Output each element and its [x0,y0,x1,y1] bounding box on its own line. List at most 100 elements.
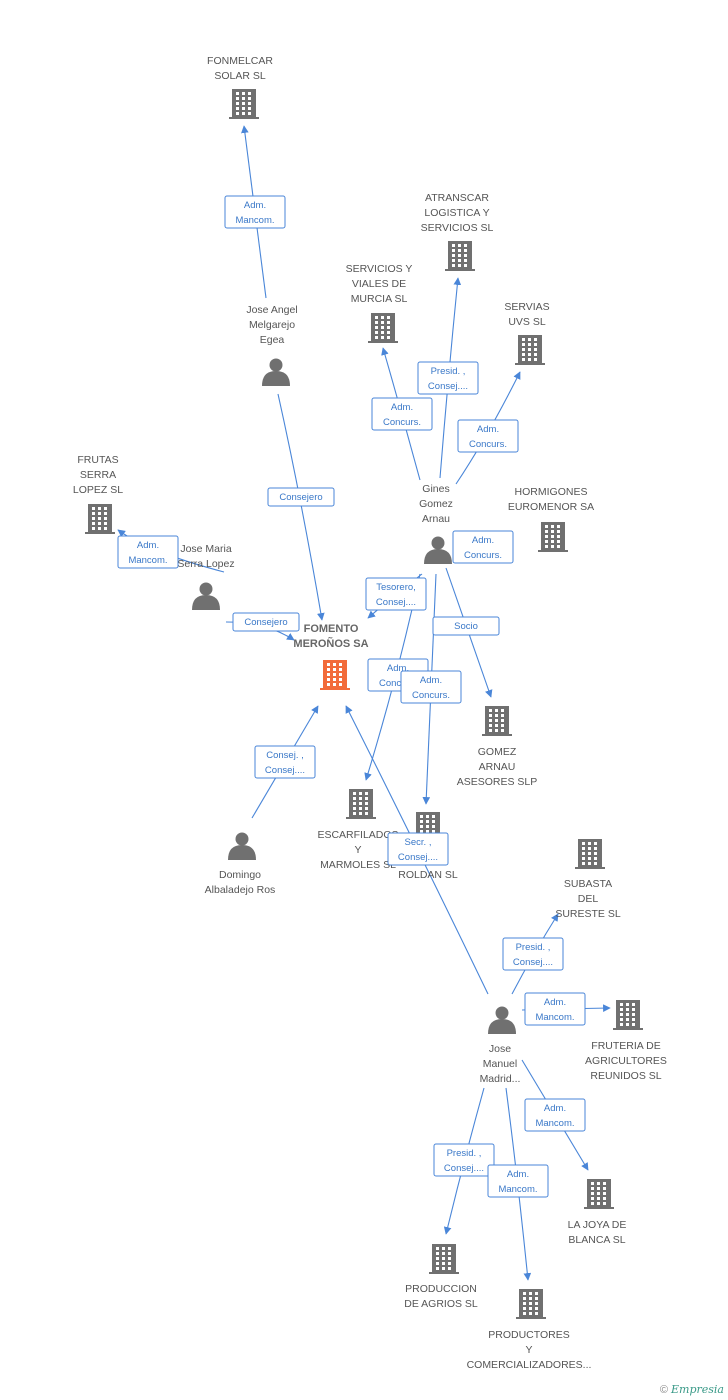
relation-label-e8[interactable]: Socio [432,616,500,636]
relation-label-e7[interactable]: Tesorero,Consej.... [365,577,427,611]
building-icon [482,706,512,736]
relation-label-text: Consejero [279,492,322,503]
node-label: ASESORES SLP [457,776,538,788]
node-label: VIALES DE [352,278,406,290]
node-label: MEROÑOS SA [293,637,368,650]
node-servias[interactable]: SERVIAS UVS SL [504,301,550,365]
brand-logo[interactable]: Empresia [671,1383,724,1396]
relation-label-text: Mancom. [128,555,167,566]
relation-label-e6[interactable]: Adm.Concurs. [452,530,514,564]
edge-jose_angel-to-fomento [277,393,325,621]
relation-label-e3[interactable]: Adm. Concurs. [371,397,433,431]
relation-label-text: Consej.... [513,957,553,968]
node-label: Gomez [419,498,453,510]
relation-label-text: Concurs. [412,690,450,701]
node-label: MURCIA SL [351,293,408,305]
relation-label-text: Adm. [391,402,413,413]
relation-label-text: Presid. , [447,1148,482,1159]
node-label: SOLAR SL [214,70,266,82]
relation-label-e4[interactable]: Presid. ,Consej.... [417,361,479,395]
relation-label-e16[interactable]: Adm.Mancom. [524,992,586,1026]
node-label: MARMOLES SL [320,859,396,871]
relation-label-text: Secr. , [405,837,432,848]
node-label: UVS SL [508,316,546,328]
node-label: ESCARFILADOS [317,829,398,841]
relation-label-text: Adm. [137,540,159,551]
node-jose_manuel[interactable]: JoseManuelMadrid... [480,1006,521,1086]
relation-label-text: Concurs. [383,417,421,428]
node-label: AGRICULTORES [585,1055,667,1067]
relation-label-e11[interactable]: Adm. Mancom. [117,535,179,569]
relation-label-text: Mancom. [498,1184,537,1195]
node-label: Egea [260,334,285,346]
relation-label-e5[interactable]: Adm.Concurs. [457,419,519,453]
relation-label-e17[interactable]: Adm.Mancom. [524,1098,586,1132]
node-label: SERVIAS [504,301,549,313]
relation-label-e14[interactable]: Secr. , Consej.... [387,832,449,866]
node-label: Melgarejo [249,319,295,331]
building-icon [516,1289,546,1319]
person-icon [262,358,290,386]
node-label: Serra Lopez [177,558,234,570]
node-label: COMERCIALIZADORES... [467,1359,592,1371]
node-fomento[interactable]: FOMENTO MEROÑOS SA [293,623,369,690]
node-label: FOMENTO [304,623,359,635]
node-productores[interactable]: PRODUCTORES Y COMERCIALIZADORES... [467,1289,592,1371]
relation-label-text: Consej.... [398,852,438,863]
node-label: SERVICIOS Y [346,263,413,275]
node-servicios_viales[interactable]: SERVICIOS Y VIALES DE MURCIA SL [346,263,413,343]
building-icon [320,660,350,690]
node-label: HORMIGONES [515,486,588,498]
node-label: Madrid... [480,1073,521,1085]
node-label: ATRANSCAR [425,192,489,204]
relation-label-e18[interactable]: Presid. ,Consej.... [433,1143,495,1177]
building-icon [515,335,545,365]
footer: © Empresia [660,1383,724,1396]
relation-label-e2[interactable]: Consejero [267,487,335,507]
relation-label-e12[interactable]: Consejero [232,612,300,632]
relation-label-text: Consejero [244,617,287,628]
building-icon [445,241,475,271]
relation-label-e1[interactable]: Adm.Mancom. [224,195,286,229]
relation-label-text: Adm. [244,200,266,211]
building-icon [584,1179,614,1209]
relation-label-text: Adm. [507,1169,529,1180]
relation-label-text: Adm. [477,424,499,435]
relation-label-e13[interactable]: Consej. ,Consej.... [254,745,316,779]
relation-label-text: Adm. [387,663,409,674]
node-label: Gines [422,483,449,495]
relation-label-text: Adm. [544,997,566,1008]
node-la_joya[interactable]: LA JOYA DE BLANCA SL [568,1179,627,1246]
node-label: FRUTERIA DE [591,1040,660,1052]
node-label: Y [525,1344,532,1356]
node-label: SUBASTA [564,878,612,890]
person-icon [192,582,220,610]
relation-label-text: Consej.... [376,597,416,608]
copyright-symbol: © [659,1384,668,1396]
node-label: LA JOYA DE [568,1219,627,1231]
node-label: BLANCA SL [568,1234,625,1246]
relation-label-e10[interactable]: Adm.Concurs. [400,670,462,704]
building-icon [538,522,568,552]
node-escarfilados[interactable]: ESCARFILADOS Y MARMOLES SL [317,789,399,871]
node-label: Y [354,844,361,856]
node-label: PRODUCTORES [488,1329,569,1341]
node-label: ARNAU [479,761,516,773]
node-label: LOPEZ SL [73,484,123,496]
relation-label-e15[interactable]: Presid. ,Consej.... [502,937,564,971]
relation-label-e19[interactable]: Adm. Mancom. [487,1164,549,1198]
node-label: DEL [578,893,599,905]
